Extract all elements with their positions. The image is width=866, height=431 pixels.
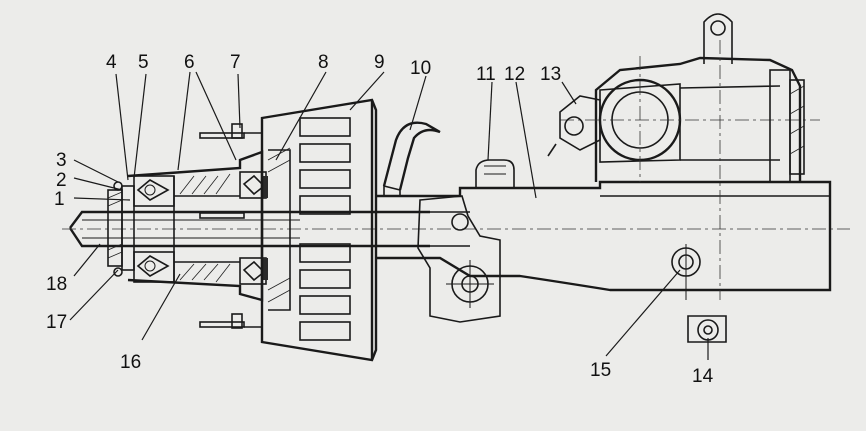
callout-11: 11 [476, 64, 496, 85]
callout-17: 17 [46, 312, 67, 333]
callout-8: 8 [318, 52, 329, 73]
callout-3: 3 [56, 150, 67, 171]
valve-fitting [547, 95, 601, 157]
drive-head-housing [560, 40, 820, 300]
callout-labels: 1 2 3 4 5 6 7 8 9 10 11 12 13 14 15 16 1… [46, 52, 714, 387]
drum-fins [299, 117, 351, 341]
right-flange [769, 69, 805, 183]
callout-2: 2 [56, 170, 67, 191]
callout-1: 1 [54, 189, 65, 210]
hub-hatching [179, 173, 231, 283]
callout-9: 9 [374, 52, 385, 73]
drain-plug-15 [671, 244, 701, 300]
wheel-studs [199, 123, 262, 329]
top-pivot-eye [703, 13, 733, 64]
brake-drum [260, 98, 378, 362]
callout-7: 7 [230, 52, 241, 73]
callout-5: 5 [138, 52, 149, 73]
inner-bearing [239, 171, 268, 285]
callout-16: 16 [120, 352, 141, 373]
callout-6: 6 [184, 52, 195, 73]
brake-lever [382, 121, 441, 197]
drain-plug-14 [687, 315, 727, 343]
callout-18: 18 [46, 274, 67, 295]
callout-13: 13 [540, 64, 561, 85]
callout-12: 12 [504, 64, 525, 85]
callout-15: 15 [590, 360, 611, 381]
callout-4: 4 [106, 52, 117, 73]
callout-10: 10 [410, 58, 431, 79]
breather [475, 159, 515, 188]
knuckle-bracket [417, 195, 501, 323]
hub-body [127, 150, 264, 302]
axle-beam [376, 180, 832, 292]
callout-14: 14 [692, 366, 714, 387]
leader-lines [69, 71, 709, 360]
